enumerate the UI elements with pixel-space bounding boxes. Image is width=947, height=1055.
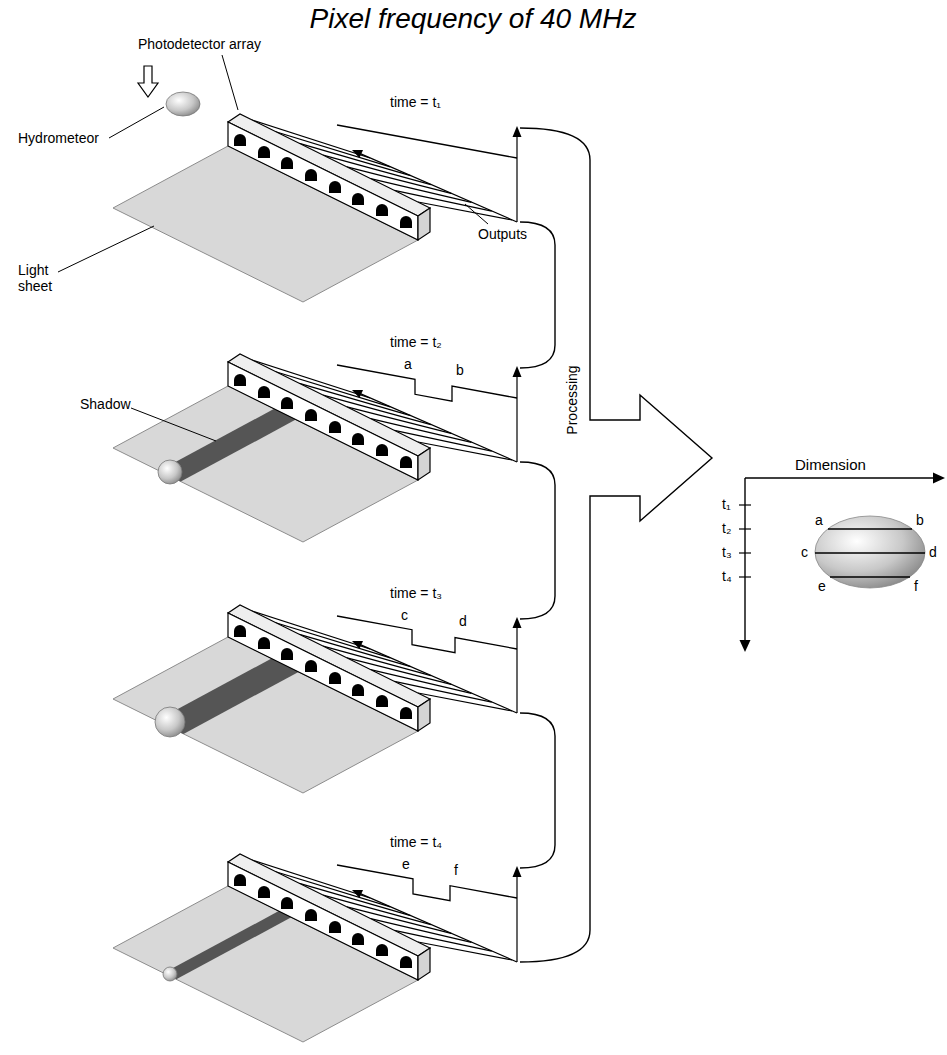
part-label: Light sheet — [18, 262, 70, 294]
time-label: time = t₂ — [390, 334, 442, 350]
light-sheet — [113, 146, 418, 302]
signal-trace — [337, 125, 517, 158]
part-label: Photodetector array — [138, 36, 261, 52]
point-label: c — [401, 607, 408, 623]
detector-panel — [113, 854, 522, 1042]
axis-label: Dimension — [795, 456, 866, 474]
photodetector-array — [228, 354, 522, 480]
point-label: d — [459, 613, 467, 629]
point-label: a — [815, 512, 823, 528]
time-label: time = t₁ — [390, 94, 441, 110]
part-label: Outputs — [478, 226, 527, 242]
leader-line — [465, 204, 488, 224]
point-label: d — [929, 544, 937, 560]
point-label: e — [402, 856, 410, 872]
signal-trace — [337, 365, 517, 401]
light-sheet — [113, 886, 418, 1042]
light-sheet — [113, 637, 418, 793]
figure-title: Pixel frequency of 40 MHz — [310, 2, 637, 36]
shadow — [164, 911, 292, 979]
processing-bracket — [520, 128, 712, 962]
point-label: b — [916, 512, 924, 528]
hydrometeor — [155, 707, 185, 737]
point-label: c — [801, 544, 808, 560]
reconstruction — [739, 473, 945, 653]
time-tick-label: t₃ — [722, 544, 732, 560]
hydrometeor — [163, 967, 177, 981]
leader-line — [131, 408, 216, 441]
fall-arrow — [138, 66, 158, 97]
part-label: Shadow — [80, 396, 131, 412]
signal-trace — [337, 616, 517, 653]
process-label: Processing — [564, 365, 580, 434]
photodetector-array — [228, 854, 522, 980]
leader-line — [58, 226, 154, 272]
hydrometeor — [166, 92, 200, 116]
point-label: b — [456, 362, 464, 378]
leader-line — [109, 107, 164, 138]
part-label: Hydrometeor — [18, 130, 99, 146]
time-label: time = t₃ — [390, 585, 442, 601]
time-label: time = t₄ — [390, 834, 442, 850]
light-sheet — [113, 386, 418, 542]
time-tick-label: t₁ — [722, 496, 731, 512]
hydrometeor — [158, 460, 182, 484]
photodetector-array — [228, 114, 522, 240]
point-label: f — [454, 862, 458, 878]
photodetector-array — [228, 605, 522, 731]
detector-panel — [113, 354, 522, 542]
point-label: e — [818, 578, 826, 594]
point-label: f — [914, 578, 918, 594]
signal-trace — [337, 865, 517, 901]
leader-line — [222, 55, 238, 110]
detector-panel — [113, 605, 522, 793]
time-tick-label: t₂ — [722, 520, 731, 536]
point-label: a — [404, 356, 412, 372]
detector-panel — [58, 55, 522, 302]
time-tick-label: t₄ — [722, 568, 732, 584]
